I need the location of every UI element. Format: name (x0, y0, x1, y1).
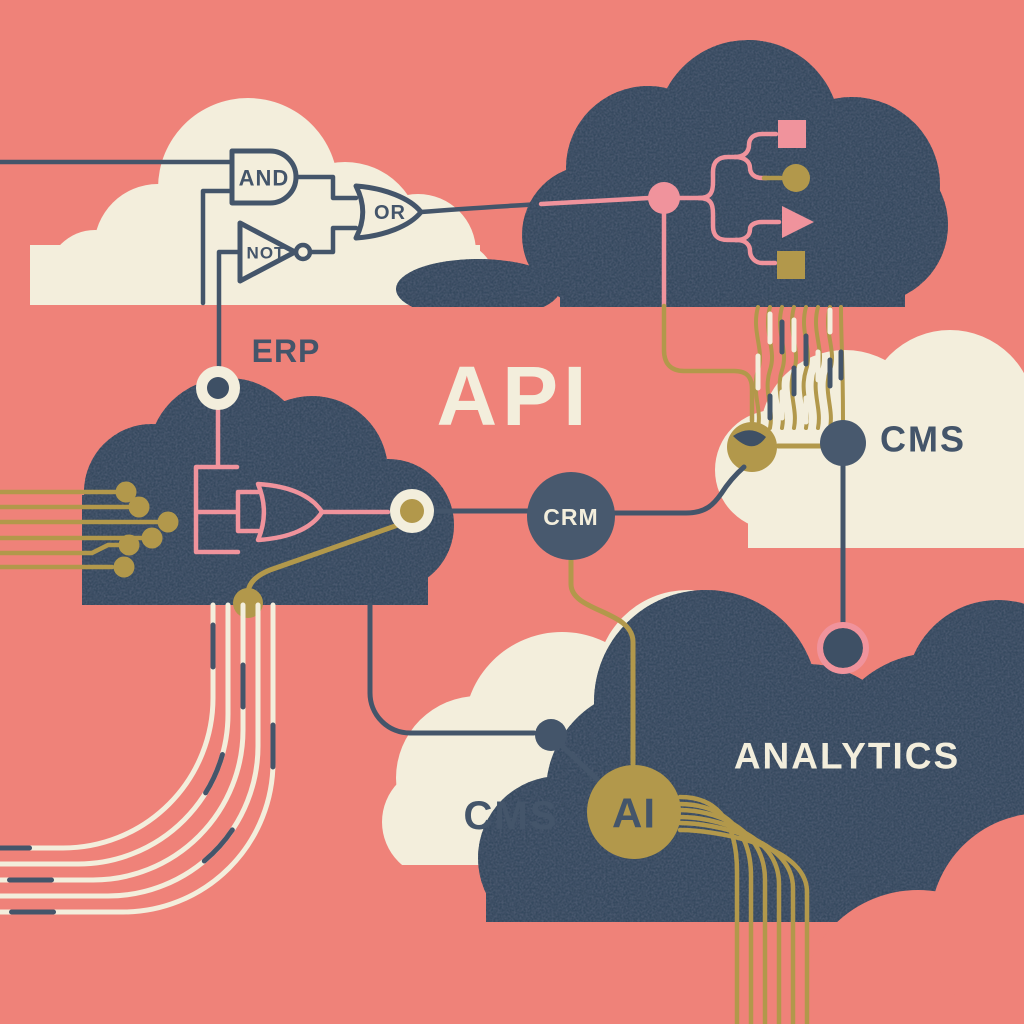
not-output-wire (307, 225, 359, 255)
api-label: API (436, 349, 591, 443)
wire-to-junction (538, 195, 652, 207)
gold-circle-node (782, 164, 810, 192)
crm-label: CRM (543, 504, 598, 530)
analytics-ring-node-core (823, 628, 863, 668)
branch-to-circle (732, 154, 769, 181)
cms-bottom-label: CMS (464, 794, 559, 838)
and-output-wire (294, 174, 359, 201)
pink-junction-node (648, 182, 680, 214)
erp-node-hole (207, 377, 229, 399)
branch-tree (538, 131, 784, 311)
not-input-wire (216, 249, 243, 369)
data-stream-bundle (661, 303, 845, 430)
cloud-corner-pink (800, 814, 1024, 1024)
ai-label: AI (612, 790, 656, 837)
cloud-mid-left (82, 378, 454, 605)
pink-or-gate-icon (255, 481, 325, 543)
circuit-traces (0, 489, 160, 570)
arrow-right-icon (782, 206, 814, 238)
cms-node (820, 420, 866, 466)
or-gate-label: OR (374, 202, 406, 224)
or-gate-icon (353, 183, 424, 241)
flow-lines-bottom-left (0, 602, 276, 915)
branch-down (696, 195, 739, 243)
gold-elbow-wire (661, 303, 755, 424)
crm-to-ai-wire (568, 557, 636, 767)
analytics-ring-node (817, 622, 869, 674)
cloud-to-node-wire (367, 602, 537, 736)
crm-node (527, 472, 615, 560)
node-to-ai-wire (559, 743, 604, 786)
ring-node-core (400, 499, 424, 523)
branch-to-gold-square (733, 237, 778, 266)
pie-node (727, 422, 777, 472)
and-gate-label: AND (239, 166, 290, 191)
small-junction-node (535, 719, 567, 751)
erp-label: ERP (252, 333, 321, 369)
cms-right-label: CMS (880, 419, 966, 460)
dark-dashes (767, 319, 844, 421)
branch-to-square (732, 131, 779, 160)
crm-to-pie-wire (611, 464, 747, 516)
pie-wedge-icon (733, 430, 766, 447)
cream-dashes (755, 307, 833, 425)
gold-square-node (777, 251, 805, 279)
pink-square-node (778, 120, 806, 148)
flow-line-dashes (0, 602, 276, 915)
not-gate-label: NOT (247, 244, 286, 263)
ai-node (587, 765, 681, 859)
and-gate-icon (229, 148, 299, 206)
branch-to-arrow (733, 219, 782, 243)
ai-fan-wires (677, 794, 810, 1024)
pink-wiring (193, 407, 261, 555)
analytics-label: ANALYTICS (734, 736, 960, 777)
pink-gate-circuit (193, 407, 391, 555)
circuit-trace-pads (113, 481, 179, 578)
input-wire-bottom (200, 188, 235, 306)
branch-up (696, 154, 738, 201)
